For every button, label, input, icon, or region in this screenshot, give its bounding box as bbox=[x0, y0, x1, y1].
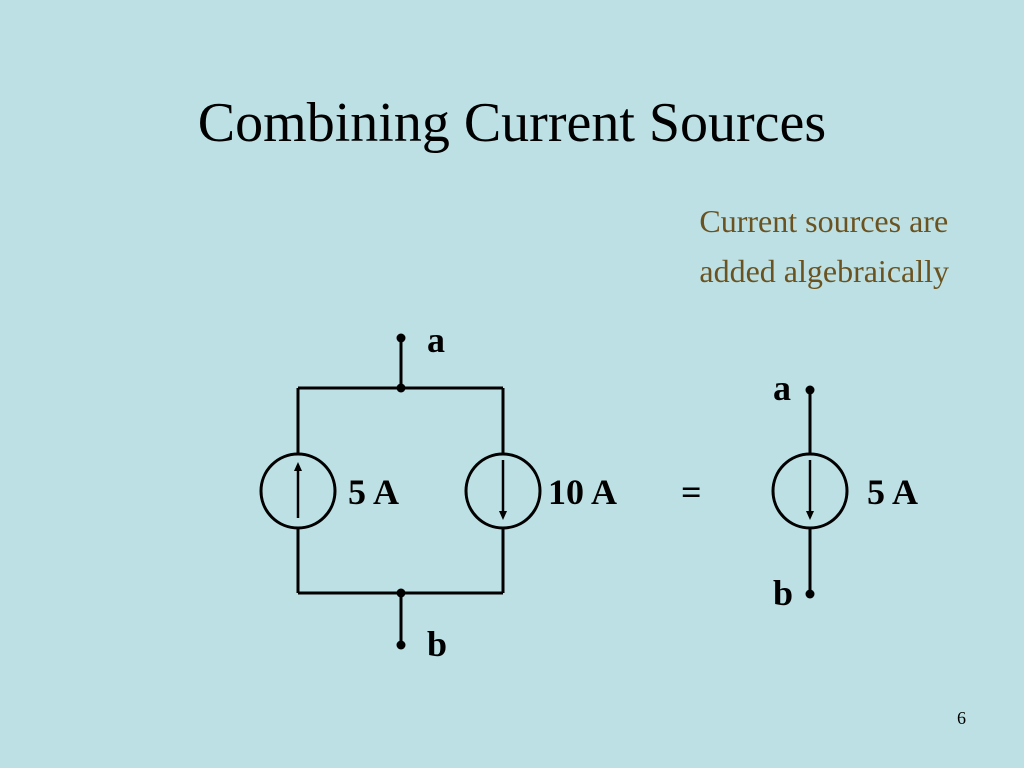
note-line-1: Current sources are bbox=[699, 203, 949, 239]
right-terminal-b-label: b bbox=[773, 573, 793, 613]
equivalent-circuit bbox=[771, 390, 849, 594]
current-source-equivalent bbox=[771, 452, 849, 530]
current-source-10a bbox=[464, 452, 542, 530]
source-2-label: 10 A bbox=[548, 472, 617, 512]
parallel-circuit bbox=[259, 338, 542, 645]
terminal-b-dot bbox=[805, 589, 815, 599]
current-source-5a bbox=[259, 452, 337, 530]
equivalent-source-label: 5 A bbox=[867, 472, 918, 512]
terminal-a-dot bbox=[805, 385, 815, 395]
junction-bottom-dot bbox=[396, 588, 406, 598]
right-terminal-a-label: a bbox=[773, 368, 791, 408]
source-1-label: 5 A bbox=[348, 472, 399, 512]
note-line-2: added algebraically bbox=[699, 253, 949, 289]
equals-sign: = bbox=[681, 472, 702, 512]
page-number: 6 bbox=[957, 708, 966, 728]
left-terminal-a-label: a bbox=[427, 320, 445, 360]
slide-title: Combining Current Sources bbox=[197, 92, 827, 154]
terminal-a-dot bbox=[396, 333, 406, 343]
left-terminal-b-label: b bbox=[427, 624, 447, 664]
left-nodes bbox=[396, 333, 406, 650]
junction-top-dot bbox=[396, 383, 406, 393]
terminal-b-dot bbox=[396, 640, 406, 650]
note-text: Current sources are added algebraically bbox=[699, 196, 949, 296]
right-nodes bbox=[805, 385, 815, 599]
